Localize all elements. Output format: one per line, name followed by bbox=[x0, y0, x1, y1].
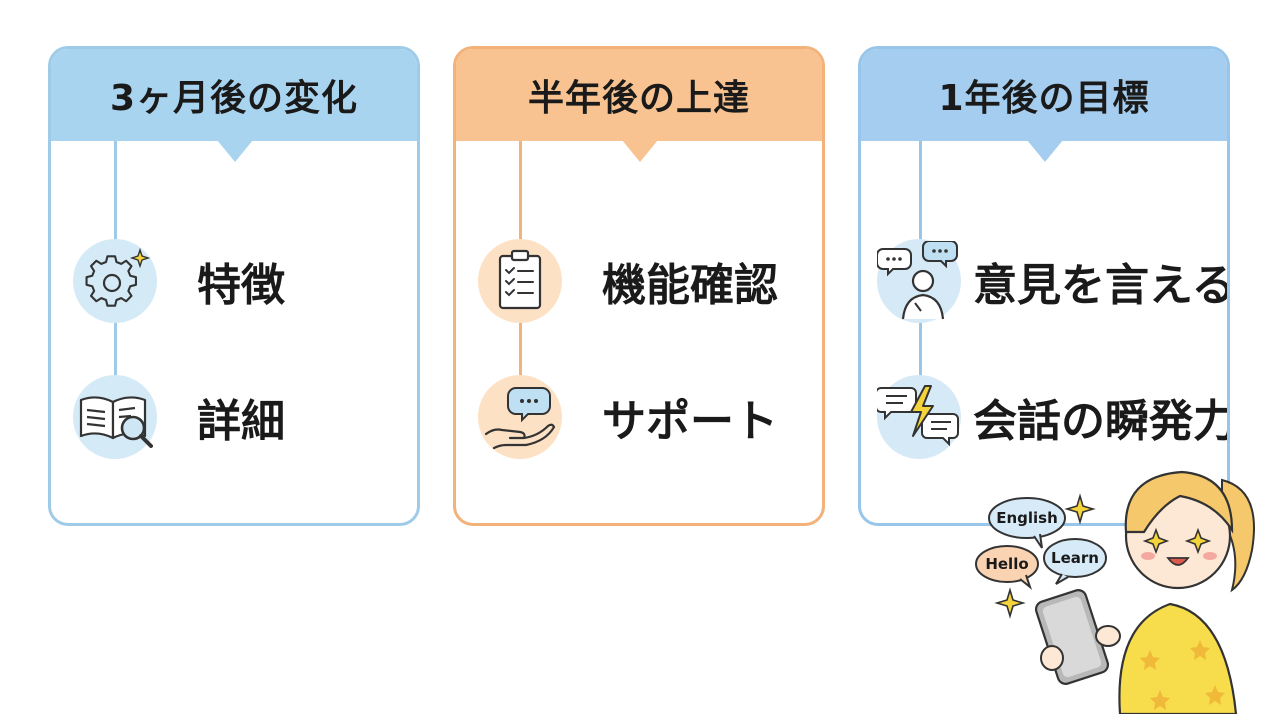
card-title: 3ヶ月後の変化 bbox=[51, 49, 417, 141]
card-half-year: 半年後の上達 機能確認 サポート bbox=[453, 46, 825, 526]
bubble-english: English bbox=[988, 497, 1066, 549]
card-3-months: 3ヶ月後の変化 特徴 bbox=[48, 46, 420, 526]
bubble-hello: Hello bbox=[975, 545, 1039, 590]
item-label: 機能確認 bbox=[602, 260, 778, 311]
svg-text:Learn: Learn bbox=[1051, 549, 1099, 567]
sparkle-icon bbox=[1064, 493, 1096, 525]
card-1-year: 1年後の目標 意見を言える bbox=[858, 46, 1230, 526]
item-label: 詳細 bbox=[197, 396, 285, 447]
bubble-learn: Learn bbox=[1043, 538, 1107, 585]
card-title: 半年後の上達 bbox=[456, 49, 822, 141]
book-magnifier-icon bbox=[73, 375, 157, 459]
sparkle-icon bbox=[994, 587, 1026, 619]
item-label: 特徴 bbox=[197, 260, 285, 311]
clipboard-checklist-icon bbox=[478, 239, 562, 323]
person-speech-icon bbox=[877, 239, 961, 323]
item-feature-check: 機能確認 bbox=[478, 239, 778, 323]
item-state-opinion: 意見を言える bbox=[877, 239, 1230, 323]
item-label: 意見を言える bbox=[973, 260, 1230, 311]
item-label: 会話の瞬発力 bbox=[973, 396, 1230, 447]
item-label: サポート bbox=[602, 396, 778, 447]
girl-with-tablet-illustration: English Hello Learn bbox=[975, 470, 1255, 714]
card-title: 1年後の目標 bbox=[861, 49, 1227, 141]
item-features: 特徴 bbox=[73, 239, 285, 323]
svg-text:Hello: Hello bbox=[985, 555, 1028, 573]
chat-lightning-icon bbox=[877, 375, 961, 459]
item-details: 詳細 bbox=[73, 375, 285, 459]
gear-sparkle-icon bbox=[73, 239, 157, 323]
hand-speech-bubble-icon bbox=[478, 375, 562, 459]
header-notch bbox=[217, 140, 253, 162]
item-conversation-speed: 会話の瞬発力 bbox=[877, 375, 1230, 459]
header-notch bbox=[1027, 140, 1063, 162]
svg-text:English: English bbox=[996, 509, 1058, 527]
item-support: サポート bbox=[478, 375, 778, 459]
header-notch bbox=[622, 140, 658, 162]
